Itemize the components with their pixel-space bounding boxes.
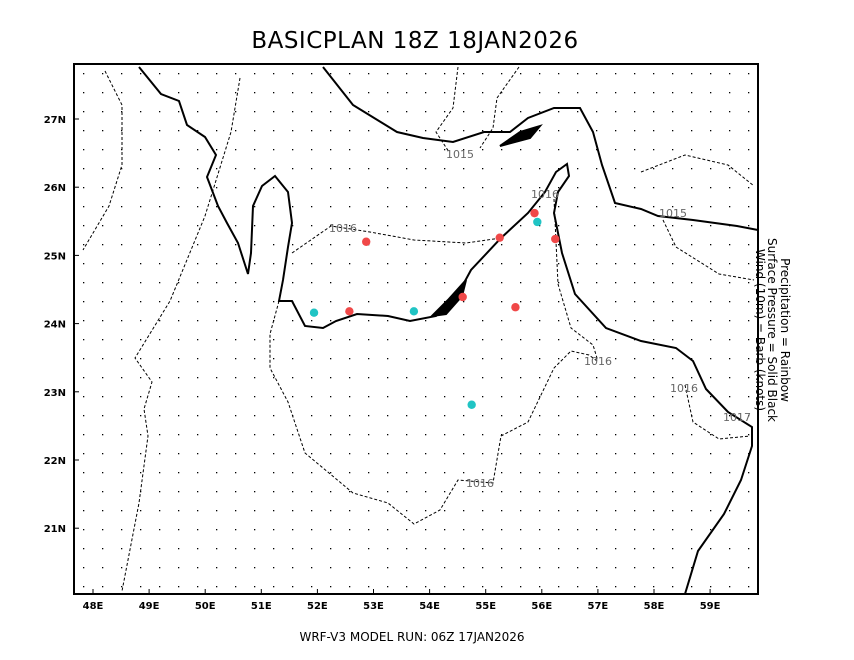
contour-1016-south [269,300,598,525]
contour-label: 1016 [329,222,357,235]
x-tick-label: 49E [139,601,160,612]
x-tick-label: 54E [419,601,440,612]
y-tick-label: 25N [44,251,66,262]
contour-label: 1016 [466,477,494,490]
x-tick-label: 48E [83,601,104,612]
x-tick-label: 51E [251,601,272,612]
y-tick-label: 23N [44,388,66,399]
map-title: BASICPLAN 18Z 18JAN2026 [251,28,579,54]
contour-1016-oman [553,198,598,359]
legend-pressure: Surface Pressure = Solid Black [765,238,780,422]
precipitation-point [362,237,371,246]
precipitation-point [309,308,319,317]
precipitation-point [409,307,419,316]
contour-label: 1015 [446,148,474,161]
x-tick-label: 59E [700,601,721,612]
island-qeshm [499,124,543,147]
contour-1015-north-b [479,66,520,149]
axis-ticks: 48E 49E 50E 51E 52E 53E 54E 55E 56E 57E 58E 59E 27N 2… [44,115,721,612]
y-tick-label: 21N [44,524,66,535]
contour-1015-east-b [662,219,755,281]
x-tick-label: 56E [531,601,552,612]
y-tick-label: 26N [44,183,66,194]
y-tick-label: 22N [44,456,66,467]
contour-label: 1017 [723,411,751,424]
y-tick-label: 24N [44,320,66,331]
coastline-iran [322,66,758,231]
precipitation-point [467,400,476,409]
x-tick-label: 57E [588,601,609,612]
precipitation-point [551,234,560,244]
coastline-arabia [138,66,753,594]
contour-label: 1016 [584,355,612,368]
precipitation-points [309,208,560,409]
contour-labels: 1015 1016 1016 1015 1016 1016 1017 1016 [329,148,751,490]
precipitation-point [458,292,467,302]
precipitation-point [495,233,504,242]
x-tick-label: 53E [363,601,384,612]
contour-west-b [121,77,241,592]
coastline [138,66,758,594]
model-run-footer: WRF-V3 MODEL RUN: 06Z 17JAN2026 [299,630,525,644]
legend: Precipitation = Rainbow Surface Pressure… [752,238,792,422]
contour-1015-north-a [435,66,459,153]
legend-precipitation: Precipitation = Rainbow [777,258,792,402]
contour-west-a [82,70,123,251]
wind-barb-field [74,64,758,594]
x-tick-label: 55E [475,601,496,612]
contour-1016-main [291,225,502,254]
contour-label: 1016 [531,188,559,201]
x-tick-label: 50E [195,601,216,612]
contour-label: 1016 [670,382,698,395]
plot-frame [73,63,759,595]
precipitation-point [345,307,354,316]
contour-label: 1015 [659,207,687,220]
legend-wind: Wind (10m) = Barb (knots) [752,248,767,412]
y-tick-label: 27N [44,115,66,126]
pressure-contours [82,66,755,592]
precipitation-point [530,208,539,218]
precipitation-point [511,303,520,312]
x-tick-label: 52E [307,601,328,612]
x-tick-label: 58E [644,601,665,612]
precipitation-point [533,217,542,227]
